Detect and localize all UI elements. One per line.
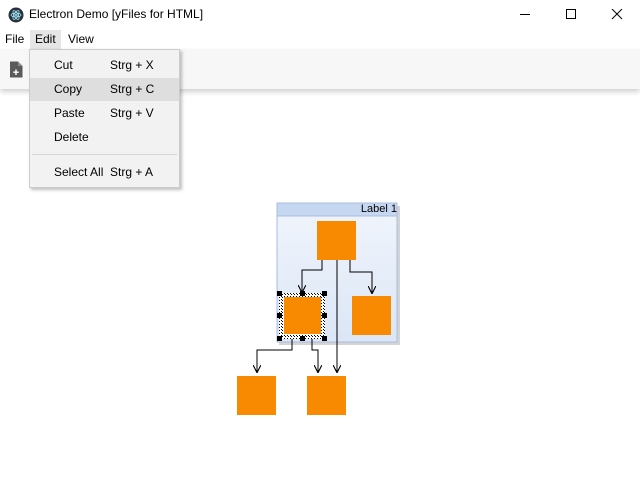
menu-item-select-all[interactable]: Select All Strg + A — [30, 161, 179, 184]
graph-node — [352, 296, 391, 335]
graph-node — [307, 376, 346, 415]
close-icon — [611, 9, 623, 20]
menu-item-shortcut: Strg + A — [110, 165, 154, 179]
minimize-button[interactable] — [502, 0, 548, 30]
graph-edges — [257, 260, 372, 372]
menu-edit[interactable]: Edit — [30, 30, 61, 49]
new-document-icon[interactable] — [9, 61, 23, 78]
edit-dropdown-menu: Cut Strg + X Copy Strg + C Paste Strg + … — [29, 49, 180, 188]
edge — [311, 336, 318, 372]
maximize-icon — [566, 9, 576, 19]
electron-app-icon — [8, 7, 24, 23]
menu-item-label: Cut — [54, 58, 73, 72]
menu-item-delete[interactable]: Delete — [30, 126, 179, 149]
menu-file[interactable]: File — [5, 32, 25, 46]
window-title: Electron Demo [yFiles for HTML] — [29, 7, 204, 21]
menu-separator — [32, 154, 177, 155]
edge — [349, 260, 372, 293]
edge — [257, 336, 293, 372]
group-label[interactable]: Label 1 — [360, 203, 397, 215]
selection-handles[interactable] — [277, 291, 327, 341]
menu-item-label: Copy — [54, 82, 83, 96]
menu-item-paste[interactable]: Paste Strg + V — [30, 102, 179, 125]
menu-view[interactable]: View — [68, 32, 94, 46]
graph-node — [317, 221, 356, 260]
menu-item-shortcut: Strg + X — [110, 58, 154, 72]
graph-node — [237, 376, 276, 415]
menu-item-label: Select All — [54, 165, 104, 179]
maximize-button[interactable] — [548, 0, 594, 30]
close-button[interactable] — [594, 0, 640, 30]
graph-nodes[interactable] — [237, 221, 391, 415]
menu-item-copy[interactable]: Copy Strg + C — [30, 78, 179, 101]
menu-item-cut[interactable]: Cut Strg + X — [30, 54, 179, 77]
minimize-icon — [520, 14, 530, 15]
edge — [302, 260, 323, 292]
menu-item-label: Delete — [54, 130, 89, 144]
menu-bar: File Edit View — [0, 30, 640, 49]
menu-item-shortcut: Strg + V — [110, 106, 154, 120]
title-bar: Electron Demo [yFiles for HTML] — [0, 0, 640, 30]
selected-node[interactable] — [277, 291, 327, 341]
menu-item-label: Paste — [54, 106, 85, 120]
menu-item-shortcut: Strg + C — [110, 82, 155, 96]
